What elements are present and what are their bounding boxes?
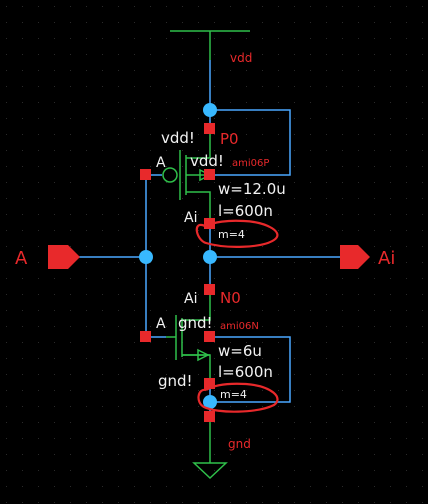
grid-dots xyxy=(6,6,423,503)
wires xyxy=(78,60,340,420)
nmos-drain-net: Ai xyxy=(184,291,197,307)
vdd-net-label: vdd xyxy=(230,51,252,65)
output-junction[interactable] xyxy=(203,250,217,264)
gnd-supply-symbol[interactable] xyxy=(192,420,228,480)
nmos-length: l=600n xyxy=(218,363,273,381)
pmos-multiplier-highlight xyxy=(195,219,279,248)
nmos-source-terminal[interactable] xyxy=(204,378,215,389)
nmos-gate-net: A xyxy=(156,316,166,332)
nmos-multiplier-highlight xyxy=(197,382,279,413)
nmos-model: ami06N xyxy=(220,321,259,332)
nmos-transistor[interactable] xyxy=(166,290,211,384)
pmos-bulk-pin-label: vdd! xyxy=(190,152,224,170)
nmos-gate-terminal[interactable] xyxy=(140,331,151,342)
pmos-instance-name: P0 xyxy=(220,130,239,148)
junction-dots xyxy=(139,103,217,409)
gnd-net-label: gnd xyxy=(228,437,251,451)
nmos-bulk-label: gnd! xyxy=(158,372,193,390)
output-pin-label: Ai xyxy=(378,248,395,269)
input-pin-label: A xyxy=(15,248,28,269)
gnd-junction[interactable] xyxy=(203,395,217,409)
nmos-multiplier: m=4 xyxy=(220,388,247,401)
vdd-supply-symbol[interactable] xyxy=(170,30,250,60)
pmos-bulk-terminal[interactable] xyxy=(204,169,215,180)
nmos-bulk-terminal[interactable] xyxy=(204,331,215,342)
nmos-instance-name: N0 xyxy=(220,289,241,307)
nmos-width: w=6u xyxy=(218,342,262,360)
pmos-model: ami06P xyxy=(232,158,269,169)
nmos-drain-terminal[interactable] xyxy=(204,284,215,295)
pmos-length: l=600n xyxy=(218,202,273,220)
output-pin[interactable]: Ai xyxy=(340,245,395,269)
pmos-drain-net: Ai xyxy=(184,210,197,226)
nmos-bulk-pin-label: gnd! xyxy=(178,314,213,332)
vdd-junction[interactable] xyxy=(203,103,217,117)
pmos-source-terminal[interactable] xyxy=(204,123,215,134)
pmos-gate-net: A xyxy=(156,155,166,171)
pmos-gate-terminal[interactable] xyxy=(140,169,151,180)
pmos-multiplier: m=4 xyxy=(218,228,245,241)
input-pin[interactable]: A xyxy=(15,245,80,269)
pmos-width: w=12.0u xyxy=(218,180,286,198)
gnd-terminal[interactable] xyxy=(204,411,215,422)
pmos-bulk-label: vdd! xyxy=(161,129,195,147)
input-junction[interactable] xyxy=(139,250,153,264)
